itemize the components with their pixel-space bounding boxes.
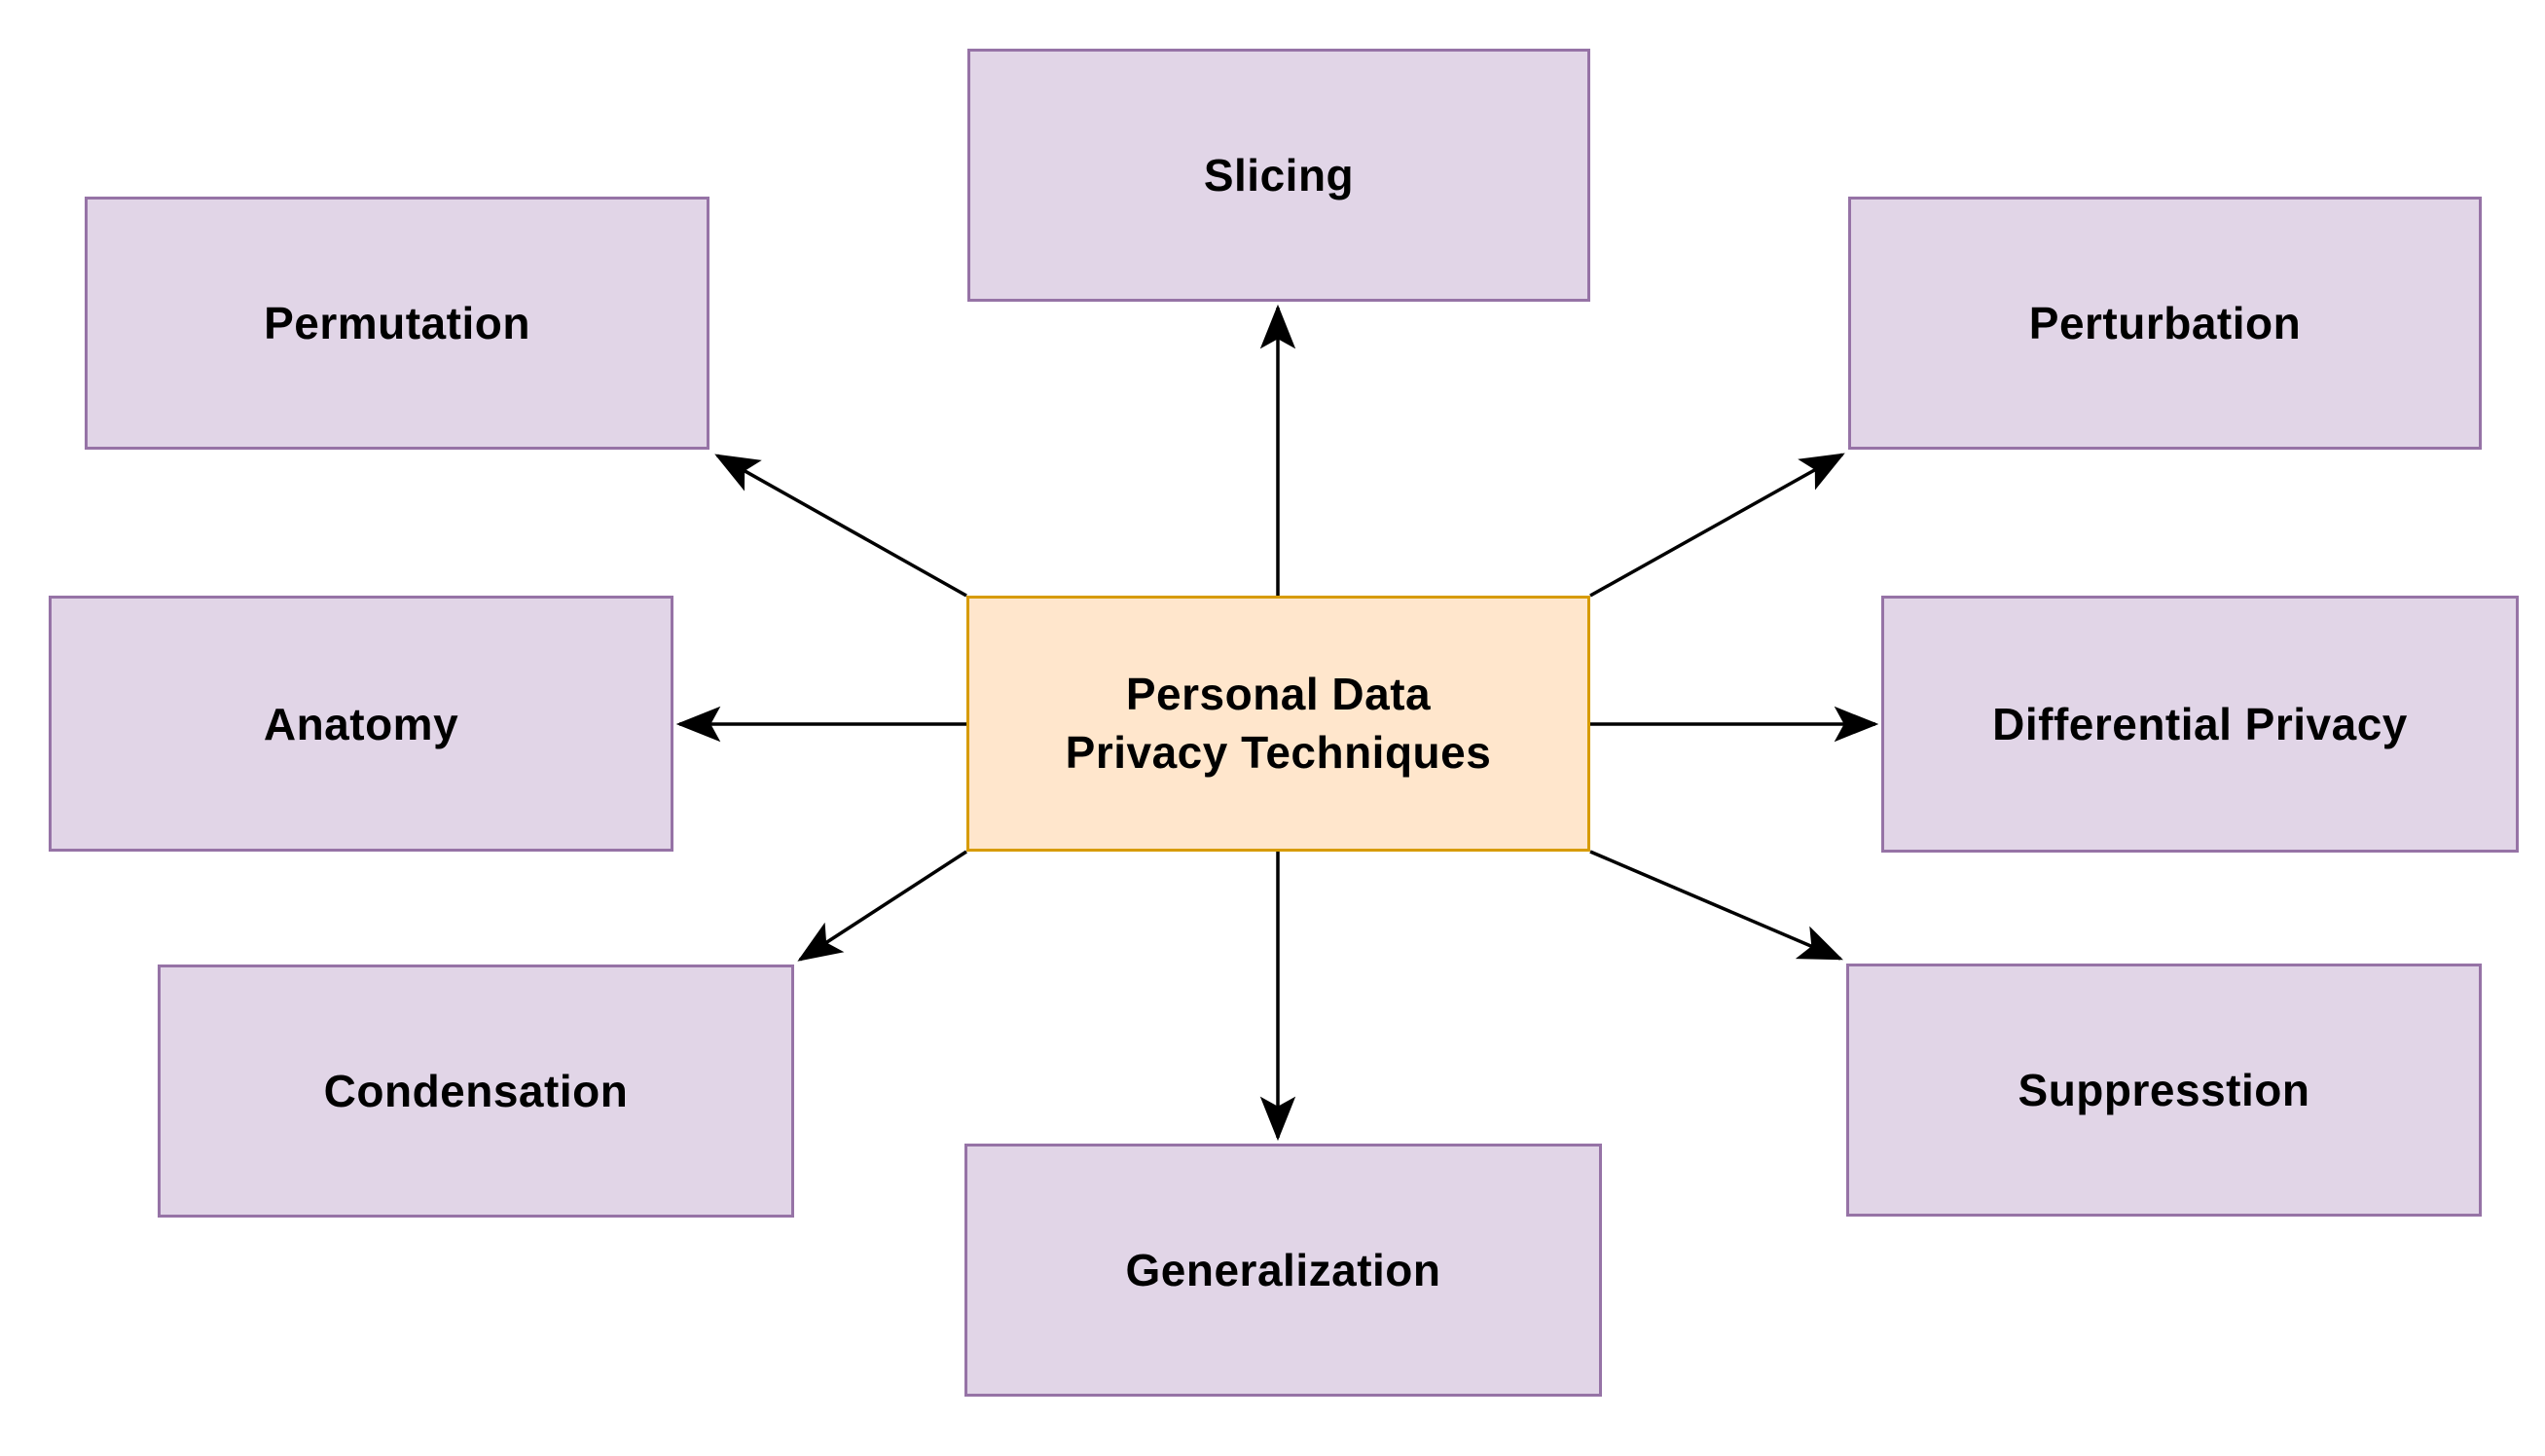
node-label: Condensation <box>323 1066 629 1116</box>
node-generalization: Generalization <box>964 1144 1602 1397</box>
node-label: Differential Privacy <box>1992 699 2408 749</box>
node-label: Suppresstion <box>2018 1065 2310 1115</box>
node-anatomy: Anatomy <box>49 596 673 852</box>
node-suppresstion: Suppresstion <box>1846 964 2482 1217</box>
node-perturbation: Perturbation <box>1848 197 2482 450</box>
node-slicing: Slicing <box>967 49 1590 302</box>
node-differential-privacy: Differential Privacy <box>1881 596 2519 853</box>
node-label: Anatomy <box>263 698 459 749</box>
center-node-label-line1: Personal Data <box>1125 668 1432 719</box>
node-label: Permutation <box>264 298 530 348</box>
arrow-to-permutation <box>714 454 967 598</box>
node-permutation: Permutation <box>85 197 709 450</box>
arrow-to-condensation <box>797 850 967 962</box>
node-label: Perturbation <box>2028 298 2302 348</box>
node-condensation: Condensation <box>158 965 794 1218</box>
arrow-to-perturbation <box>1589 453 1845 598</box>
node-label: Generalization <box>1125 1245 1441 1295</box>
node-label: Slicing <box>1203 150 1355 200</box>
node-personal-data-privacy-techniques: Personal Data Privacy Techniques <box>966 596 1590 852</box>
arrow-to-suppresstion <box>1589 850 1843 961</box>
center-node-label-line2: Privacy Techniques <box>1065 726 1492 778</box>
